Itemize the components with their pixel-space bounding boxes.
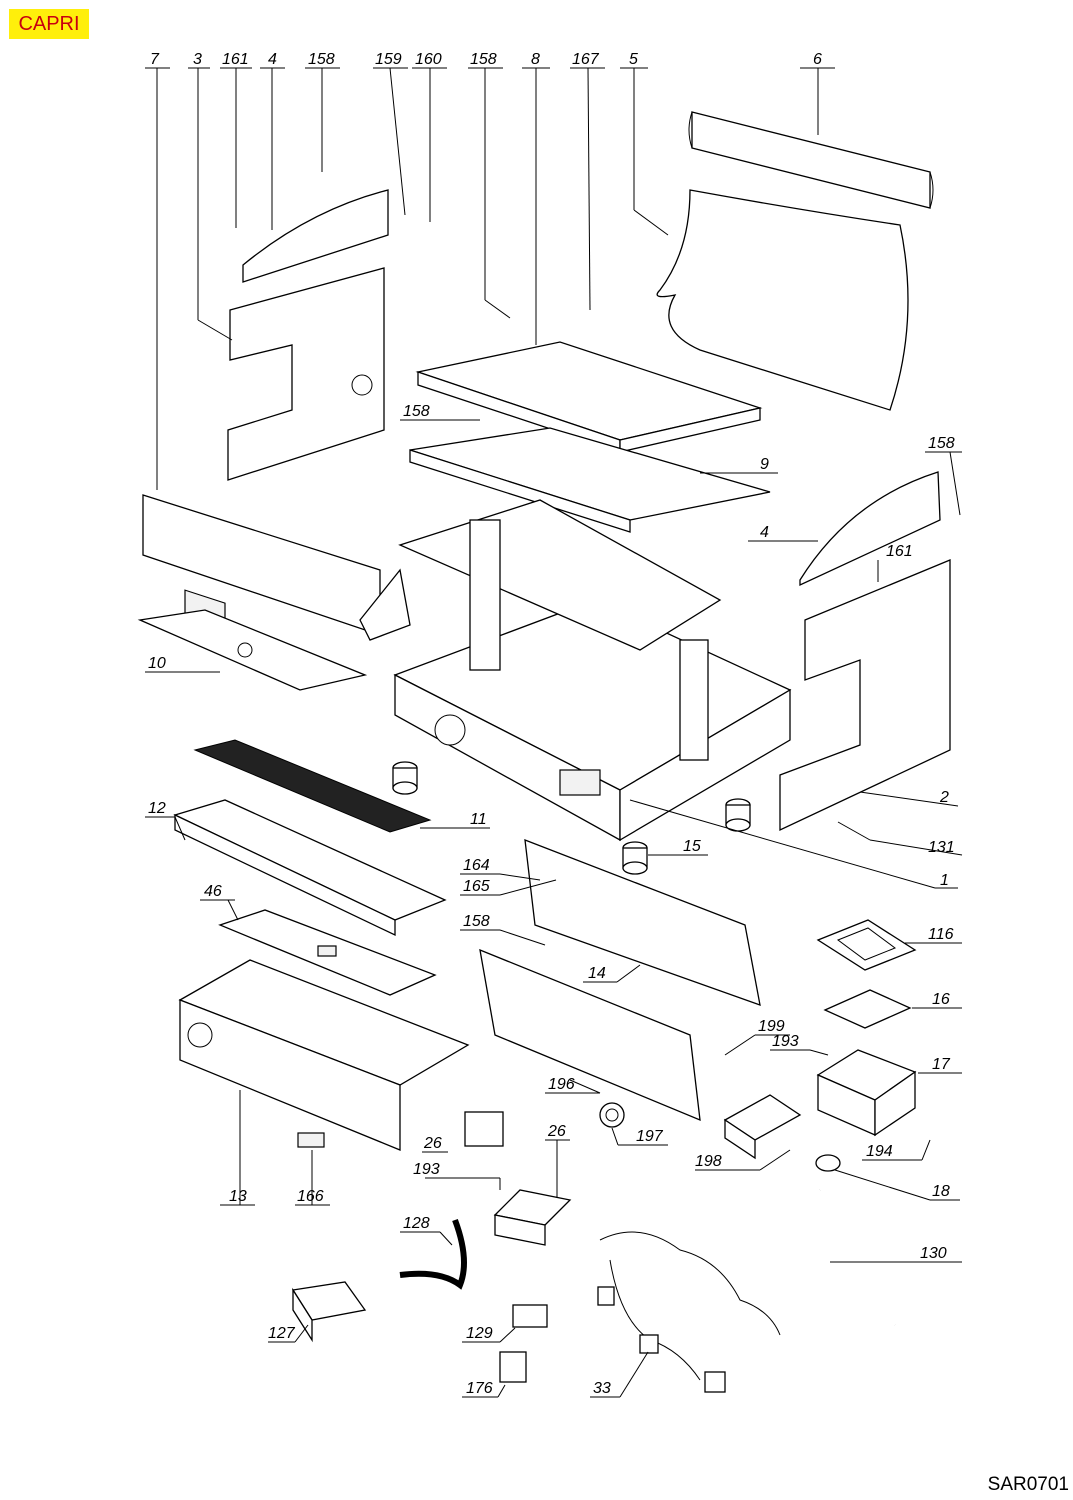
part-1-main-frame xyxy=(393,499,792,842)
callout-116: 116 xyxy=(928,926,954,943)
callout-198: 198 xyxy=(695,1153,722,1170)
callout-46: 46 xyxy=(204,883,222,900)
callout-158: 158 xyxy=(928,435,955,452)
part-198-transformer xyxy=(723,1094,802,1160)
callout-165: 165 xyxy=(463,878,490,895)
callout-158: 158 xyxy=(470,51,497,68)
callout-5: 5 xyxy=(629,51,638,68)
callout-26: 26 xyxy=(547,1123,566,1140)
callout-1: 1 xyxy=(940,872,949,889)
part-116-bracket xyxy=(816,919,917,971)
callout-167: 167 xyxy=(572,51,600,68)
callout-16: 16 xyxy=(932,991,950,1008)
callout-4: 4 xyxy=(268,51,277,68)
part-12-drip-tray xyxy=(173,799,447,937)
callout-164: 164 xyxy=(463,857,490,874)
part-8-cup-tray-grid xyxy=(415,341,763,453)
part-129-switch xyxy=(512,1304,548,1328)
callout-12: 12 xyxy=(148,800,166,817)
callout-194: 194 xyxy=(866,1143,893,1160)
callout-199: 199 xyxy=(758,1018,785,1035)
model-badge: CAPRI xyxy=(9,9,89,39)
part-197-gauge xyxy=(599,1102,625,1128)
callout-9: 9 xyxy=(760,456,769,473)
callout-3: 3 xyxy=(193,51,202,68)
part-26-relay xyxy=(464,1111,572,1246)
callout-33: 33 xyxy=(593,1380,611,1397)
part-46-plate xyxy=(218,909,437,996)
callout-14: 14 xyxy=(588,965,606,982)
leader-lines xyxy=(145,67,963,1398)
callout-166: 166 xyxy=(297,1188,324,1205)
callout-131: 131 xyxy=(928,839,955,856)
callout-6: 6 xyxy=(813,51,822,68)
callout-160: 160 xyxy=(415,51,442,68)
callout-8: 8 xyxy=(531,51,540,68)
callout-17: 17 xyxy=(932,1056,951,1073)
callout-197: 197 xyxy=(636,1128,664,1145)
part-15-feet xyxy=(392,761,751,875)
callout-4: 4 xyxy=(760,524,769,541)
part-127-keypad xyxy=(291,1281,367,1343)
part-6-top-rail xyxy=(688,111,934,209)
part-5-curved-panel xyxy=(656,189,909,411)
callout-2: 2 xyxy=(939,789,949,806)
callout-128: 128 xyxy=(403,1215,430,1232)
callout-7: 7 xyxy=(150,51,160,68)
callout-130: 130 xyxy=(920,1245,947,1262)
part-130-hose xyxy=(796,1187,897,1329)
callout-158: 158 xyxy=(308,51,335,68)
callout-13: 13 xyxy=(229,1188,247,1205)
drawing-code: SAR0701 xyxy=(987,1474,1069,1495)
callout-176: 176 xyxy=(466,1380,493,1397)
callout-18: 18 xyxy=(932,1183,950,1200)
callout-11: 11 xyxy=(470,811,487,828)
part-2-side-panel-right xyxy=(779,559,951,832)
callout-193: 193 xyxy=(772,1033,799,1050)
part-14-back-panels xyxy=(479,839,761,1122)
callout-10: 10 xyxy=(148,655,166,672)
part-4-side-cap-right xyxy=(799,471,941,587)
callout-158: 158 xyxy=(403,403,430,420)
callout-labels: 7 3 161 4 158 159 160 158 8 167 5 6 158 … xyxy=(148,51,955,1397)
part-17-water-tank xyxy=(816,1049,917,1137)
part-33-wiring-harness xyxy=(597,1231,781,1393)
part-13-base-box xyxy=(178,959,470,1151)
callout-196: 196 xyxy=(548,1076,575,1093)
part-9-grid-frame xyxy=(409,427,771,533)
callout-159: 159 xyxy=(375,51,402,68)
callout-129: 129 xyxy=(466,1325,493,1342)
part-10-lower-tray xyxy=(137,609,368,691)
part-4-side-cap-left xyxy=(242,189,389,283)
part-176-cover xyxy=(499,1351,527,1383)
callout-161: 161 xyxy=(886,543,913,560)
part-18-clamp xyxy=(815,1154,841,1172)
callout-161: 161 xyxy=(222,51,249,68)
callout-127: 127 xyxy=(268,1325,296,1342)
callout-158: 158 xyxy=(463,913,490,930)
callout-193: 193 xyxy=(413,1161,440,1178)
part-128-ribbon-cable xyxy=(399,1218,467,1290)
callout-15: 15 xyxy=(683,838,701,855)
part-3-side-panel-left xyxy=(227,267,385,481)
part-11-drip-grill xyxy=(193,739,432,833)
part-16-insulator xyxy=(823,989,912,1029)
callout-26: 26 xyxy=(423,1135,442,1152)
